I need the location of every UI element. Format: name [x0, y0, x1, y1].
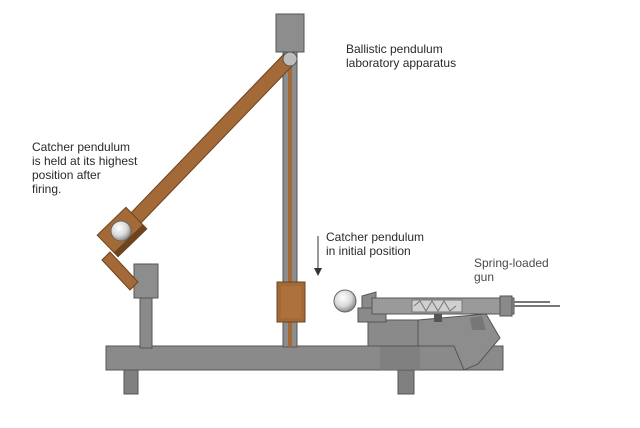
- catcher-initial-label: Catcher pendulum in initial position: [326, 230, 425, 258]
- catcher-raised-label: Catcher pendulum is held at its highest …: [32, 140, 138, 196]
- base: [105, 345, 504, 395]
- leader-arrow: [314, 236, 322, 276]
- vertical-pole: [275, 13, 305, 348]
- pivot: [282, 51, 298, 67]
- catch-stand: [101, 251, 159, 349]
- title-label: Ballistic pendulum laboratory apparatus: [346, 42, 457, 70]
- spring-loaded-gun: [357, 291, 560, 371]
- catcher-pendulum-initial: [276, 281, 306, 323]
- spring-gun-label: Spring-loaded gun: [474, 256, 549, 284]
- projectile-ball: [333, 289, 357, 313]
- catcher-pendulum-raised: [96, 53, 295, 258]
